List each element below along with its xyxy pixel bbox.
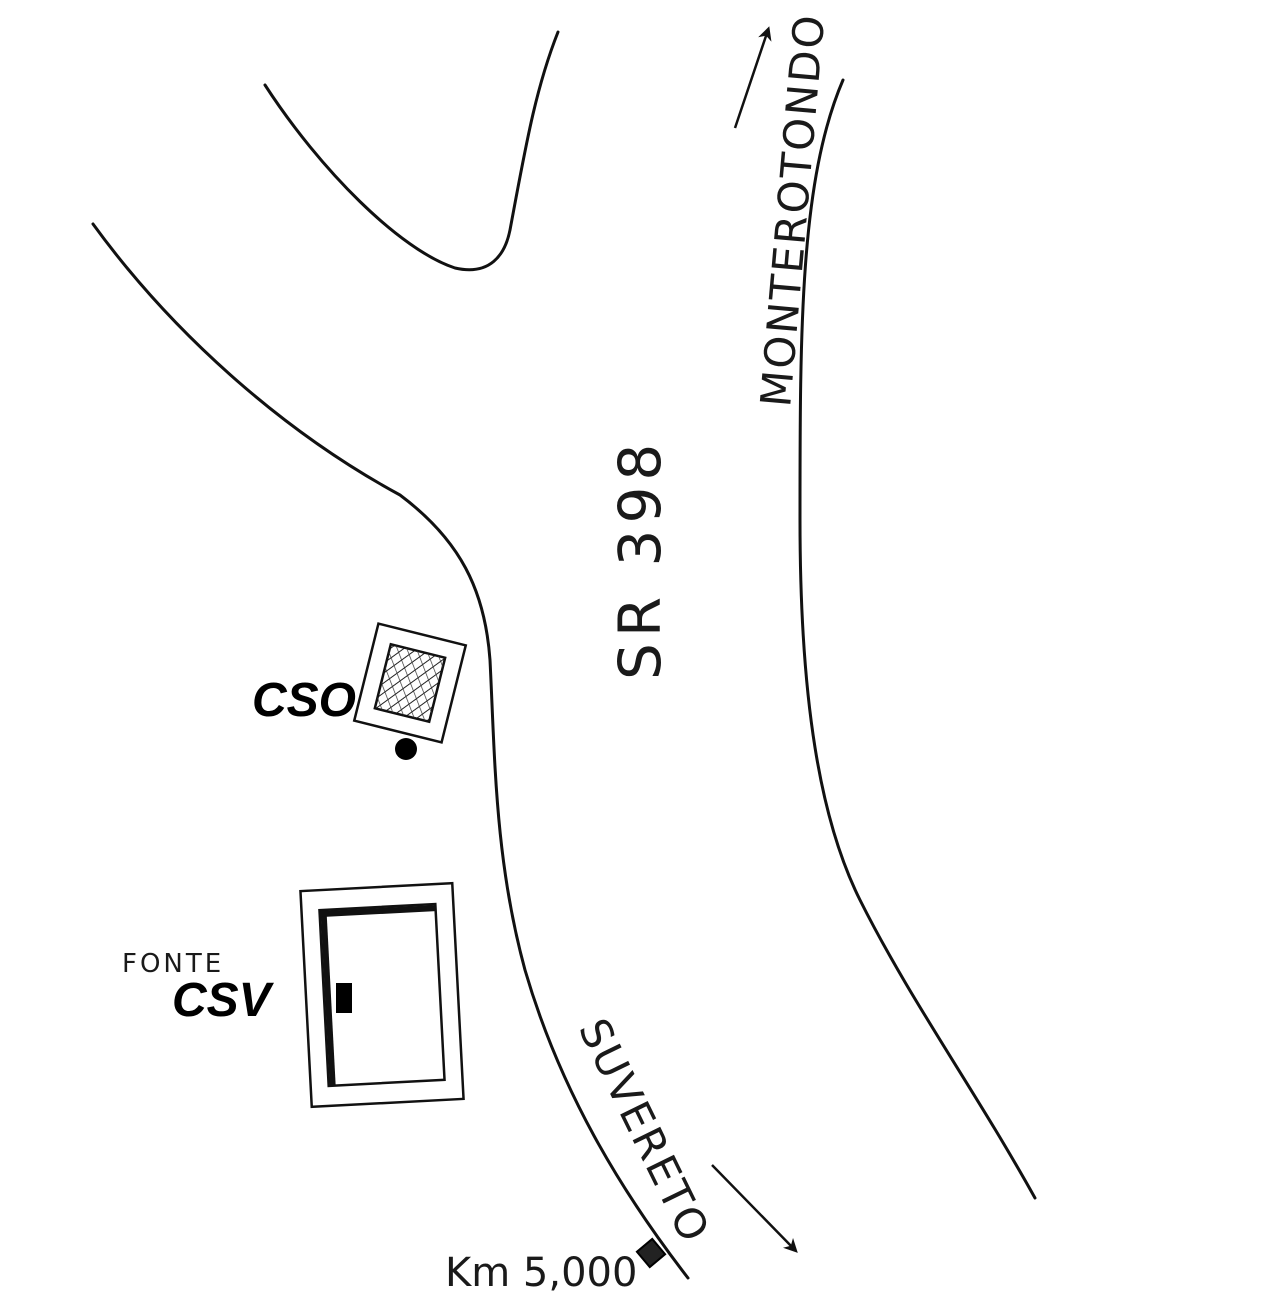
- csv-building: [299, 881, 465, 1109]
- side-road-inner-edge: [263, 30, 560, 272]
- csv-prefix-label: FONTE: [122, 949, 224, 979]
- direction-arrows: [711, 26, 798, 1253]
- direction-north-label: MONTEROTONDO: [751, 11, 834, 408]
- road-name-label: SR 398: [606, 438, 674, 680]
- main-road-west-edge: [91, 222, 690, 1280]
- cso-building: [352, 622, 468, 744]
- arrow-north-icon: [733, 26, 772, 129]
- km-marker-label: Km 5,000: [445, 1250, 637, 1296]
- csv-label: CSV: [172, 974, 275, 1027]
- main-road-east-edge: [798, 78, 1037, 1200]
- arrow-south-icon: [711, 1164, 798, 1253]
- km-marker-icon: [635, 1237, 667, 1269]
- cso-point-icon: [395, 738, 417, 760]
- road-edges: [91, 30, 1037, 1280]
- csv-point-icon: [336, 983, 352, 1013]
- cso-label: CSO: [252, 674, 356, 727]
